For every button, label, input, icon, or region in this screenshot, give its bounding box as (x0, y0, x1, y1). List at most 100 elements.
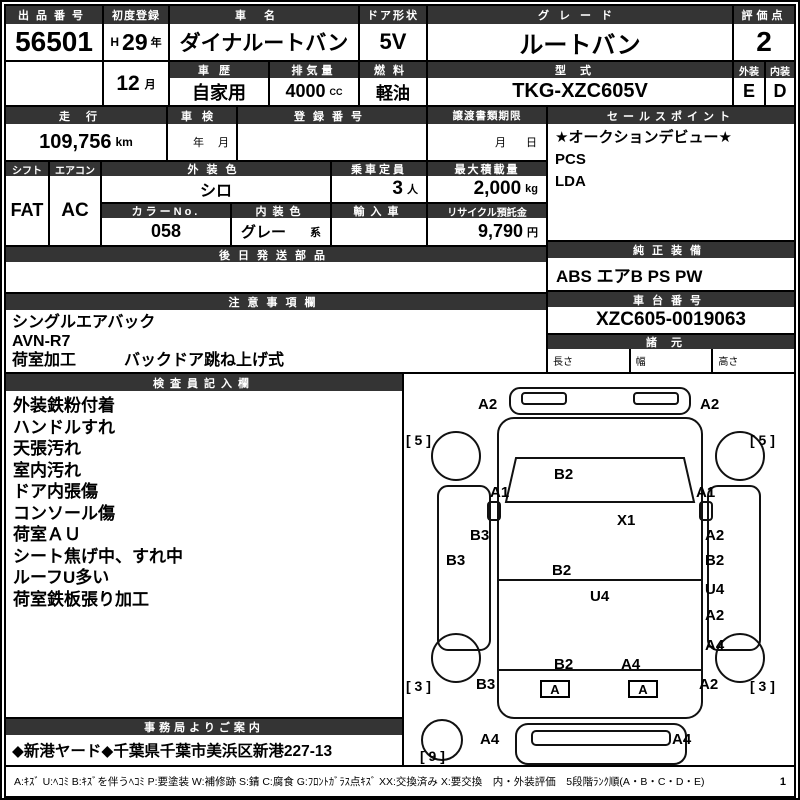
fuel-value: 軽油 (376, 84, 410, 103)
damage-diagram-panel: A2 A2 [ 5 ] [ 5 ] B2 A1 A1 X1 B3 A2 B3 B… (402, 372, 796, 767)
mileage-label: 走行 (6, 107, 166, 124)
registration-no-cell: 登録番号 (236, 105, 428, 162)
van-mirror-left (487, 501, 501, 521)
legend-text: A:ｷｽﾞ U:ﾍｺﾐ B:ｷｽﾞを伴うﾍｺﾐ P:要塗装 W:補修跡 S:錆 … (14, 776, 705, 788)
van-spare-tire (421, 719, 463, 761)
interior-color-unit: 系 (310, 226, 321, 239)
color-no-value: 058 (150, 221, 182, 241)
chassis-no-label: 車台番号 (548, 292, 794, 307)
sales-point-line: ★オークションデビュー★ (555, 129, 732, 146)
grade-label: グレード (428, 6, 732, 24)
later-parts-value (6, 262, 546, 292)
exterior-color-cell: 外装色 シロ (100, 160, 332, 204)
wheel-mark: [ 3 ] (750, 678, 775, 694)
van-wheel-front-right (715, 431, 765, 481)
van-front-bumper (509, 387, 691, 415)
registration-no-label: 登録番号 (238, 107, 426, 124)
damage-label: B3 (470, 527, 490, 544)
van-top-view-body (497, 417, 703, 719)
inspector-line: ハンドルすれ (13, 417, 115, 437)
damage-label: A2 (478, 396, 498, 413)
grade-cell: グレード ルートバン (426, 4, 734, 62)
first-registration-month-cell: 12 月 (102, 60, 170, 107)
inspector-notes-cell: 検査員記入欄 外装鉄粉付着 ハンドルすれ 天張汚れ 室内汚れ ドア内張傷 コンソ… (4, 372, 404, 719)
exterior-color-value: シロ (199, 183, 232, 200)
chassis-no-cell: 車台番号 XZC605-0019063 (546, 290, 796, 335)
recycle-deposit-label: リサイクル預託金 (428, 204, 546, 218)
model-code-cell: 型式 TKG-XZC605V (426, 60, 734, 107)
interior-color-value: グレー (241, 224, 287, 241)
sales-points-cell: セールスポイント ★オークションデビュー★ PCS LDA (546, 105, 796, 242)
damage-label: A4 (480, 731, 500, 748)
history-label: 車歴 (170, 62, 268, 78)
inspector-line: 天張汚れ (13, 439, 81, 458)
van-headlight-left (521, 392, 567, 405)
inspector-line: コンソール傷 (13, 503, 115, 523)
inspector-line: 荷室鉄板張り加工 (13, 589, 149, 609)
later-parts-cell: 後日発送部品 (4, 245, 548, 294)
score-label: 評価点 (734, 6, 794, 24)
damage-label: A2 (700, 396, 720, 413)
genuine-equipment-cell: 純正装備 ABS エアB PS PW (546, 240, 796, 292)
model-code-label: 型式 (428, 62, 732, 78)
door-shape-label: ドア形状 (360, 6, 426, 24)
van-headlight-right (633, 392, 679, 405)
displacement-value: 4000 (285, 81, 326, 101)
wheel-mark: [ 5 ] (406, 432, 431, 448)
exhibit-no-cell: 出品番号 56501 (4, 4, 104, 62)
capacity-label: 乗車定員 (332, 162, 426, 176)
damage-label: X1 (617, 512, 636, 529)
max-load-label: 最大積載量 (428, 162, 546, 176)
first-registration-month-unit: 月 (144, 78, 156, 91)
mileage-cell: 走行 109,756 km (4, 105, 168, 162)
color-no-label: カラーNo. (102, 204, 230, 218)
score-value: 2 (756, 26, 772, 57)
note-line: AVN-R7 (12, 333, 71, 350)
genuine-equipment-value: ABS エアB PS PW (556, 266, 703, 286)
wheel-mark: [ 3 ] (406, 678, 431, 694)
exterior-grade-label: 外装 (734, 62, 764, 78)
chassis-no-value: XZC605-0019063 (596, 309, 746, 330)
interior-grade-value: D (773, 81, 787, 101)
damage-label-boxed: A (628, 680, 658, 698)
transfer-deadline-cell: 譲渡書類期限 月 日 (426, 105, 548, 162)
fuel-cell: 燃料 軽油 (358, 60, 428, 107)
mileage-value: 109,756 (39, 130, 112, 153)
later-parts-label: 後日発送部品 (6, 247, 546, 262)
inspector-line: ドア内張傷 (13, 482, 98, 501)
dimension-width-cell: 幅 (631, 349, 714, 372)
capacity-unit: 人 (407, 184, 418, 196)
door-shape-value: 5V (379, 29, 407, 54)
damage-label: U4 (590, 588, 610, 605)
wheel-mark: [ 5 ] (750, 432, 775, 448)
damage-label: A2 (705, 607, 725, 624)
mileage-unit: km (115, 135, 133, 149)
damage-label: B2 (554, 466, 574, 483)
damage-label: B2 (554, 656, 574, 673)
genuine-equipment-label: 純正装備 (548, 242, 794, 258)
car-name-cell: 車名 ダイナルートバン (168, 4, 360, 62)
sales-point-line: LDA (555, 173, 586, 190)
inspector-line: 室内汚れ (13, 460, 81, 480)
transfer-month-unit: 月 (495, 137, 506, 149)
dimension-length-cell: 長さ (548, 349, 631, 372)
office-info-cell: 事務局よりご案内 ◆新港ヤード◆千葉県千葉市美浜区新港227-13 (4, 717, 404, 767)
sales-points-label: セールスポイント (548, 107, 794, 124)
damage-label: B2 (552, 562, 572, 579)
damage-label: A4 (621, 656, 641, 673)
import-car-label: 輸入車 (332, 204, 426, 218)
exterior-grade-cell: 外装 E (732, 60, 766, 107)
damage-label: A4 (672, 731, 692, 748)
sales-point-line: PCS (555, 151, 586, 168)
capacity-value: 3 (392, 178, 403, 199)
history-cell: 車歴 自家用 (168, 60, 270, 107)
score-cell: 評価点 2 (732, 4, 796, 62)
transfer-deadline-label: 譲渡書類期限 (428, 107, 546, 124)
import-car-value (332, 218, 426, 245)
inspector-line: ルーフU多い (13, 568, 110, 587)
aircon-label: エアコン (50, 162, 100, 176)
inspector-line: シート焦げ中、すれ中 (13, 546, 183, 566)
exhibit-no-value: 56501 (15, 26, 93, 57)
recycle-deposit-unit: 円 (527, 226, 538, 239)
interior-grade-label: 内装 (766, 62, 794, 78)
